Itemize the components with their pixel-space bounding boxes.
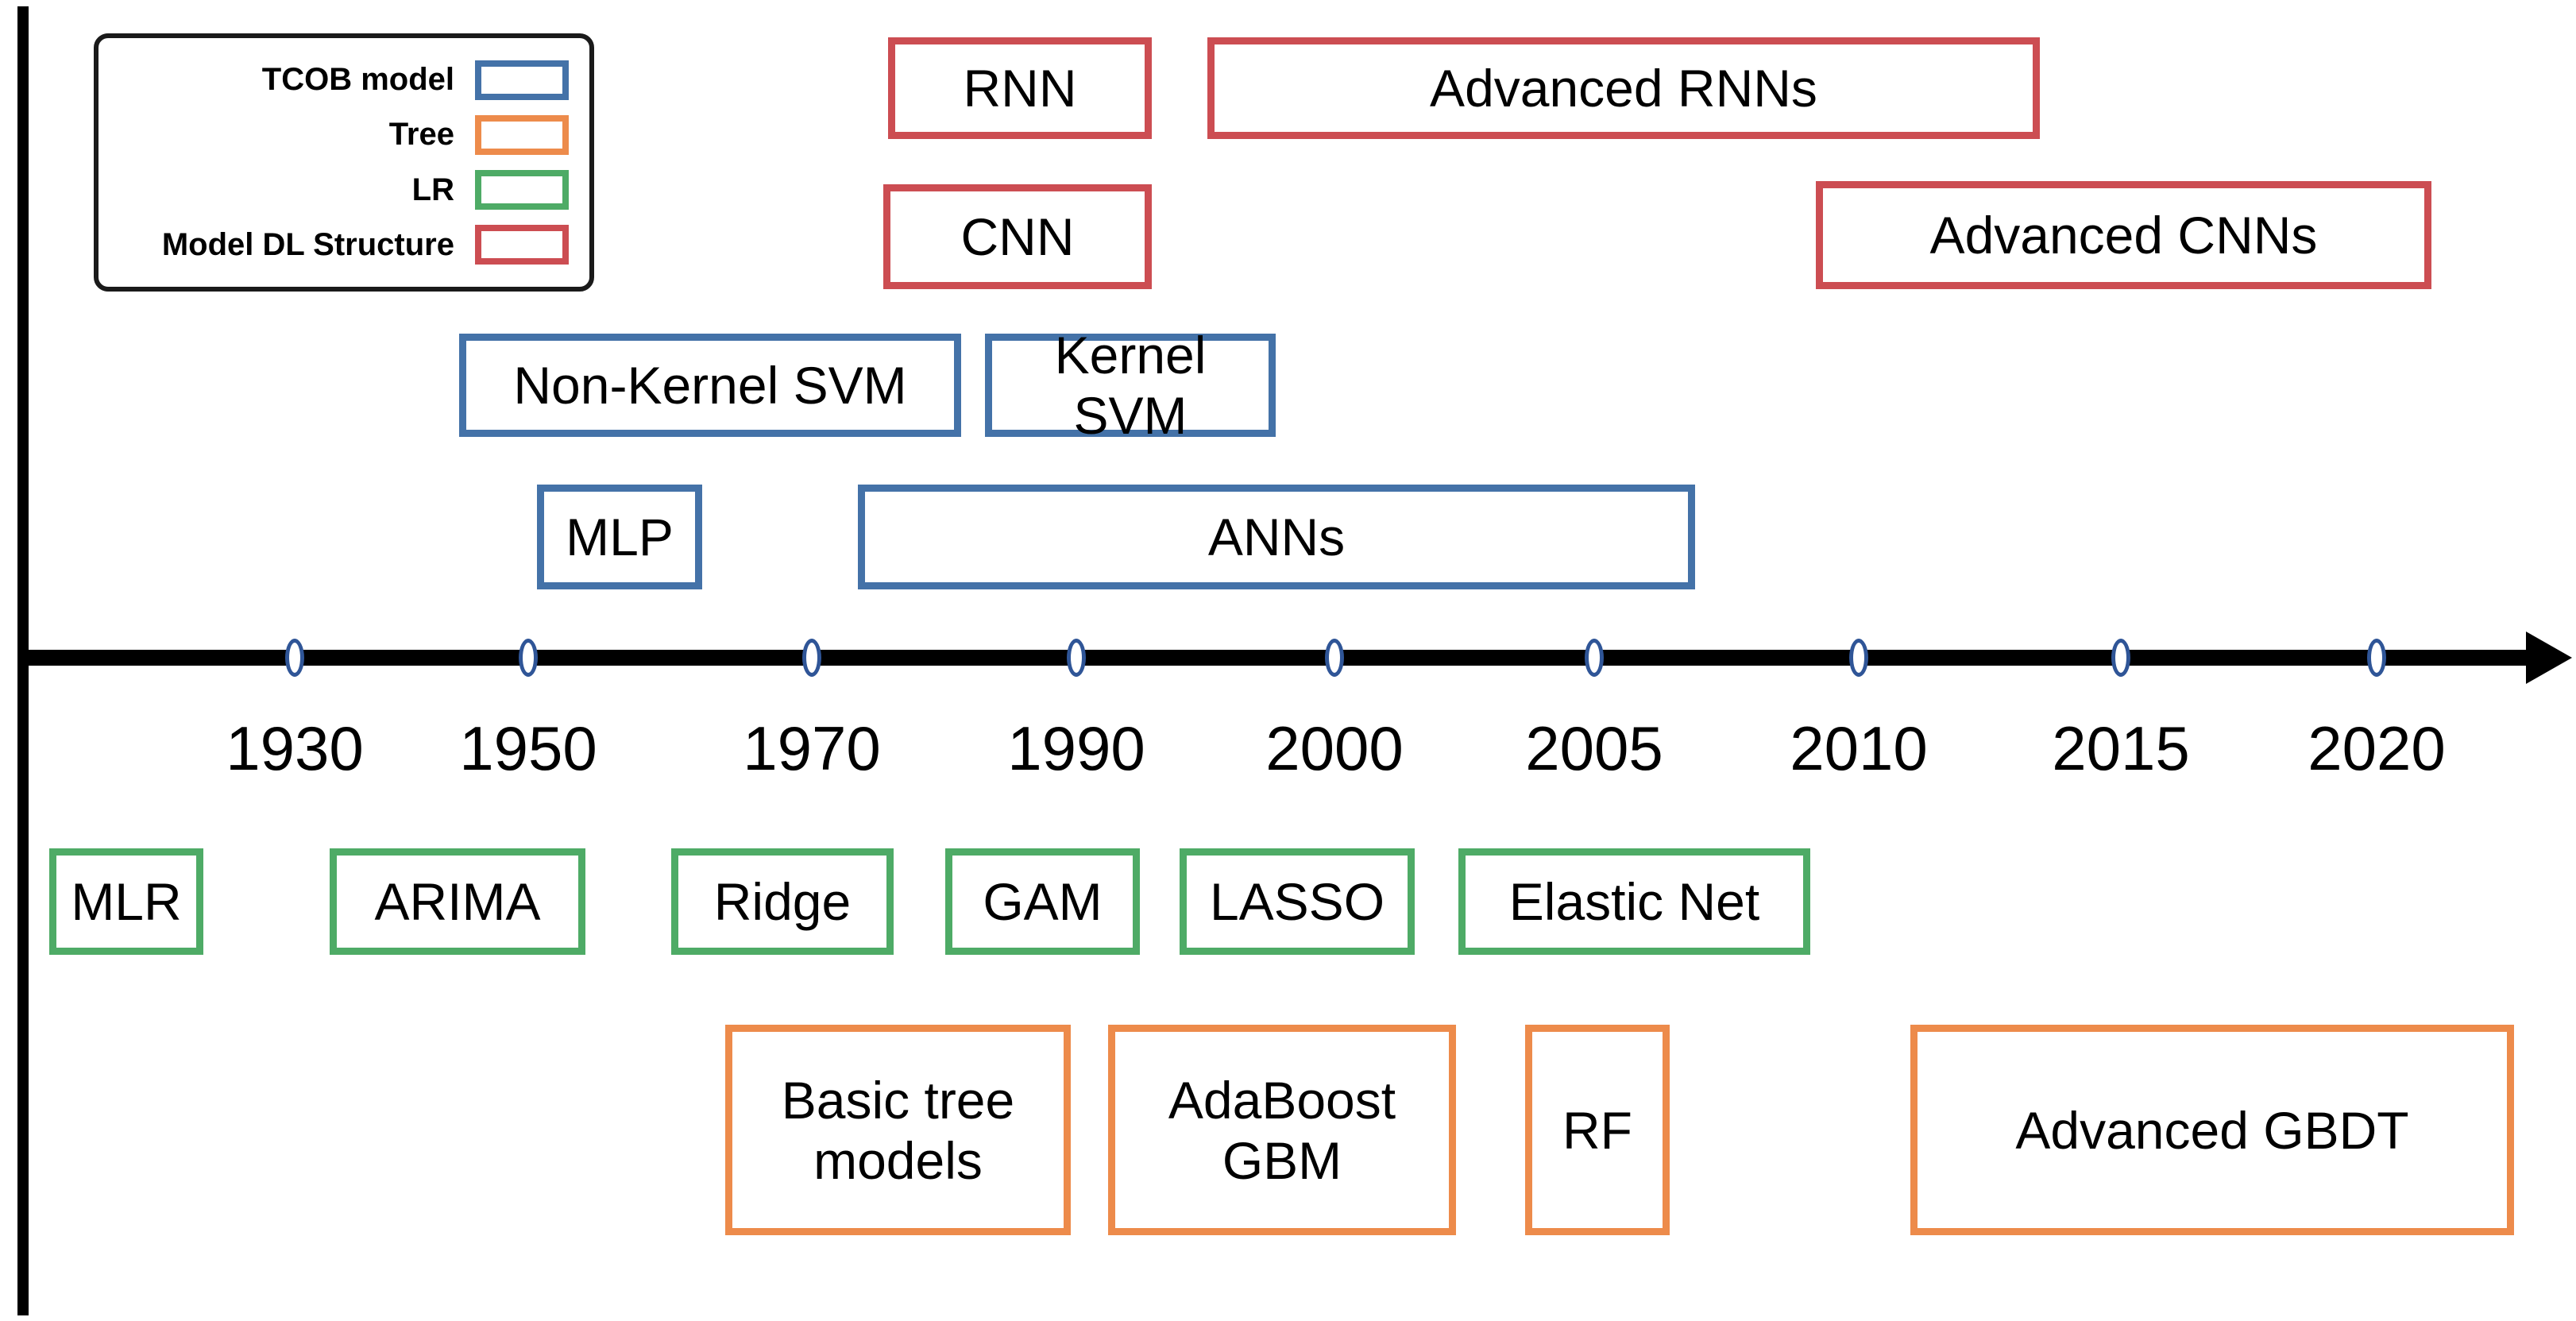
box-non-kernel-svm: Non-Kernel SVM [459, 334, 961, 437]
legend-swatch-tcob-model [475, 60, 569, 100]
year-label-2005: 2005 [1525, 713, 1663, 783]
legend-panel: TCOB model Tree LR Model DL Structure [94, 33, 594, 292]
box-mlr: MLR [49, 848, 203, 955]
legend-item-tcob-model: TCOB model [106, 57, 569, 103]
box-lasso: LASSO [1180, 848, 1415, 955]
axis-tick-1950 [519, 639, 538, 677]
legend-label-tree: Tree [388, 117, 454, 153]
box-kernel-svm: Kernel SVM [985, 326, 1276, 445]
axis-tick-1930 [285, 639, 304, 677]
year-label-1970: 1970 [743, 713, 881, 783]
year-label-2010: 2010 [1790, 713, 1928, 783]
legend-label-lr: LR [411, 172, 454, 207]
box-label-mlp: MLP [566, 508, 674, 566]
year-label-1990: 1990 [1007, 713, 1145, 783]
box-label-kernel-svm: Kernel SVM [1054, 326, 1207, 445]
year-label-2015: 2015 [2052, 713, 2190, 783]
horizontal-axis-line [24, 650, 2528, 666]
axis-tick-1970 [802, 639, 821, 677]
box-rf: RF [1525, 1025, 1670, 1235]
box-label-advanced-gbdt: Advanced GBDT [2015, 1100, 2409, 1160]
axis-tick-2020 [2367, 639, 2386, 677]
box-arima: ARIMA [330, 848, 585, 955]
axis-tick-1990 [1067, 639, 1086, 677]
box-label-ridge: Ridge [713, 872, 852, 931]
axis-arrow-icon [2526, 632, 2572, 684]
box-label-basic-tree-models-line2: models [813, 1130, 983, 1190]
box-label-anns: ANNs [1207, 508, 1346, 566]
box-rnn: RNN [888, 37, 1152, 139]
axis-tick-2010 [1849, 639, 1868, 677]
box-label-adaboost-gbm-line2: GBM [1222, 1130, 1342, 1190]
box-label-advanced-rnns: Advanced RNNs [1430, 59, 1817, 118]
legend-swatch-tree [475, 114, 569, 155]
axis-tick-2015 [2111, 639, 2130, 677]
box-anns: ANNs [858, 485, 1695, 589]
vertical-axis [17, 6, 29, 1315]
year-label-1930: 1930 [226, 713, 364, 783]
box-cnn: CNN [883, 184, 1152, 289]
legend-swatch-lr [475, 170, 569, 211]
box-label-non-kernel-svm: Non-Kernel SVM [513, 356, 907, 415]
box-label-lasso: LASSO [1209, 872, 1385, 931]
box-label-arima: ARIMA [374, 872, 541, 931]
box-ridge: Ridge [671, 848, 894, 955]
box-adaboost-gbm: AdaBoost GBM [1108, 1025, 1456, 1235]
year-label-1950: 1950 [459, 713, 597, 783]
axis-tick-2000 [1325, 639, 1344, 677]
box-label-adaboost-gbm-line1: AdaBoost [1168, 1070, 1396, 1130]
axis-tick-2005 [1585, 639, 1604, 677]
legend-label-model-dl-structure: Model DL Structure [161, 226, 454, 262]
legend-item-tree: Tree [106, 112, 569, 158]
box-advanced-gbdt: Advanced GBDT [1910, 1025, 2514, 1235]
box-label-elastic-net: Elastic Net [1508, 872, 1760, 931]
box-label-mlr: MLR [71, 872, 182, 931]
year-label-2020: 2020 [2308, 713, 2446, 783]
box-label-basic-tree-models-line1: Basic tree [781, 1070, 1015, 1130]
box-label-rnn: RNN [963, 59, 1077, 118]
box-label-rf: RF [1562, 1100, 1632, 1160]
box-gam: GAM [945, 848, 1140, 955]
legend-item-lr: LR [106, 167, 569, 213]
legend-swatch-model-dl-structure [475, 225, 569, 265]
box-elastic-net: Elastic Net [1458, 848, 1810, 955]
box-basic-tree-models: Basic tree models [725, 1025, 1071, 1235]
year-label-2000: 2000 [1265, 713, 1404, 783]
box-advanced-rnns: Advanced RNNs [1207, 37, 2040, 139]
legend-label-tcob-model: TCOB model [261, 62, 454, 98]
box-label-gam: GAM [983, 872, 1103, 931]
box-label-cnn: CNN [960, 207, 1075, 266]
box-mlp: MLP [537, 485, 702, 589]
legend-item-model-dl-structure: Model DL Structure [106, 222, 569, 268]
box-label-advanced-cnns: Advanced CNNs [1929, 206, 2318, 265]
box-advanced-cnns: Advanced CNNs [1816, 181, 2431, 289]
